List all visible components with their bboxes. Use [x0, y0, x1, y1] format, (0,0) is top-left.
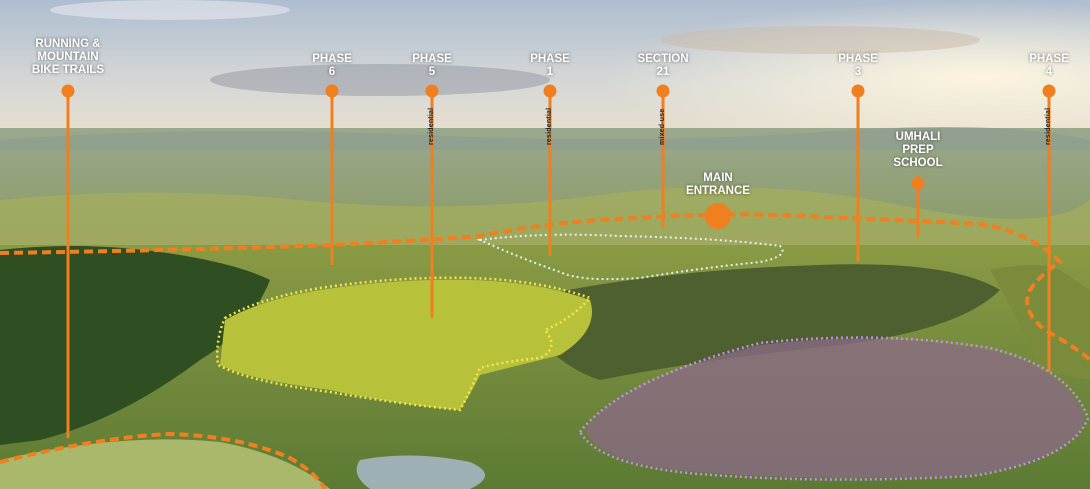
zone-boundary-orange-bottom	[0, 431, 327, 489]
bottom-left-field	[0, 439, 330, 489]
pin-phase3	[851, 84, 865, 98]
sublabel-phase4: residential	[1045, 107, 1052, 145]
sublabel-section21: mixed-use	[659, 108, 666, 145]
right-hill	[990, 265, 1090, 380]
pin-phase4	[1042, 84, 1056, 98]
zone-boundary-orange	[0, 212, 1090, 362]
lake	[356, 455, 485, 489]
pin-school	[911, 176, 925, 190]
hill-dark-center	[520, 264, 1000, 380]
purple-field	[585, 338, 1085, 478]
pin-trails	[61, 84, 75, 98]
pin-section21	[656, 84, 670, 98]
cloud	[210, 64, 550, 96]
yellow-field	[220, 279, 592, 410]
sublabel-phase1: residential	[546, 107, 553, 145]
pin-main-entrance	[705, 203, 731, 229]
sublabel-phase5: residential	[428, 107, 435, 145]
zone-yellow-outline	[216, 276, 593, 412]
pin-phase1	[543, 84, 557, 98]
pin-phase5	[425, 84, 439, 98]
cloud	[660, 26, 980, 54]
cloud	[50, 0, 290, 20]
distant-ridge	[0, 127, 1090, 150]
pin-phase6	[325, 84, 339, 98]
